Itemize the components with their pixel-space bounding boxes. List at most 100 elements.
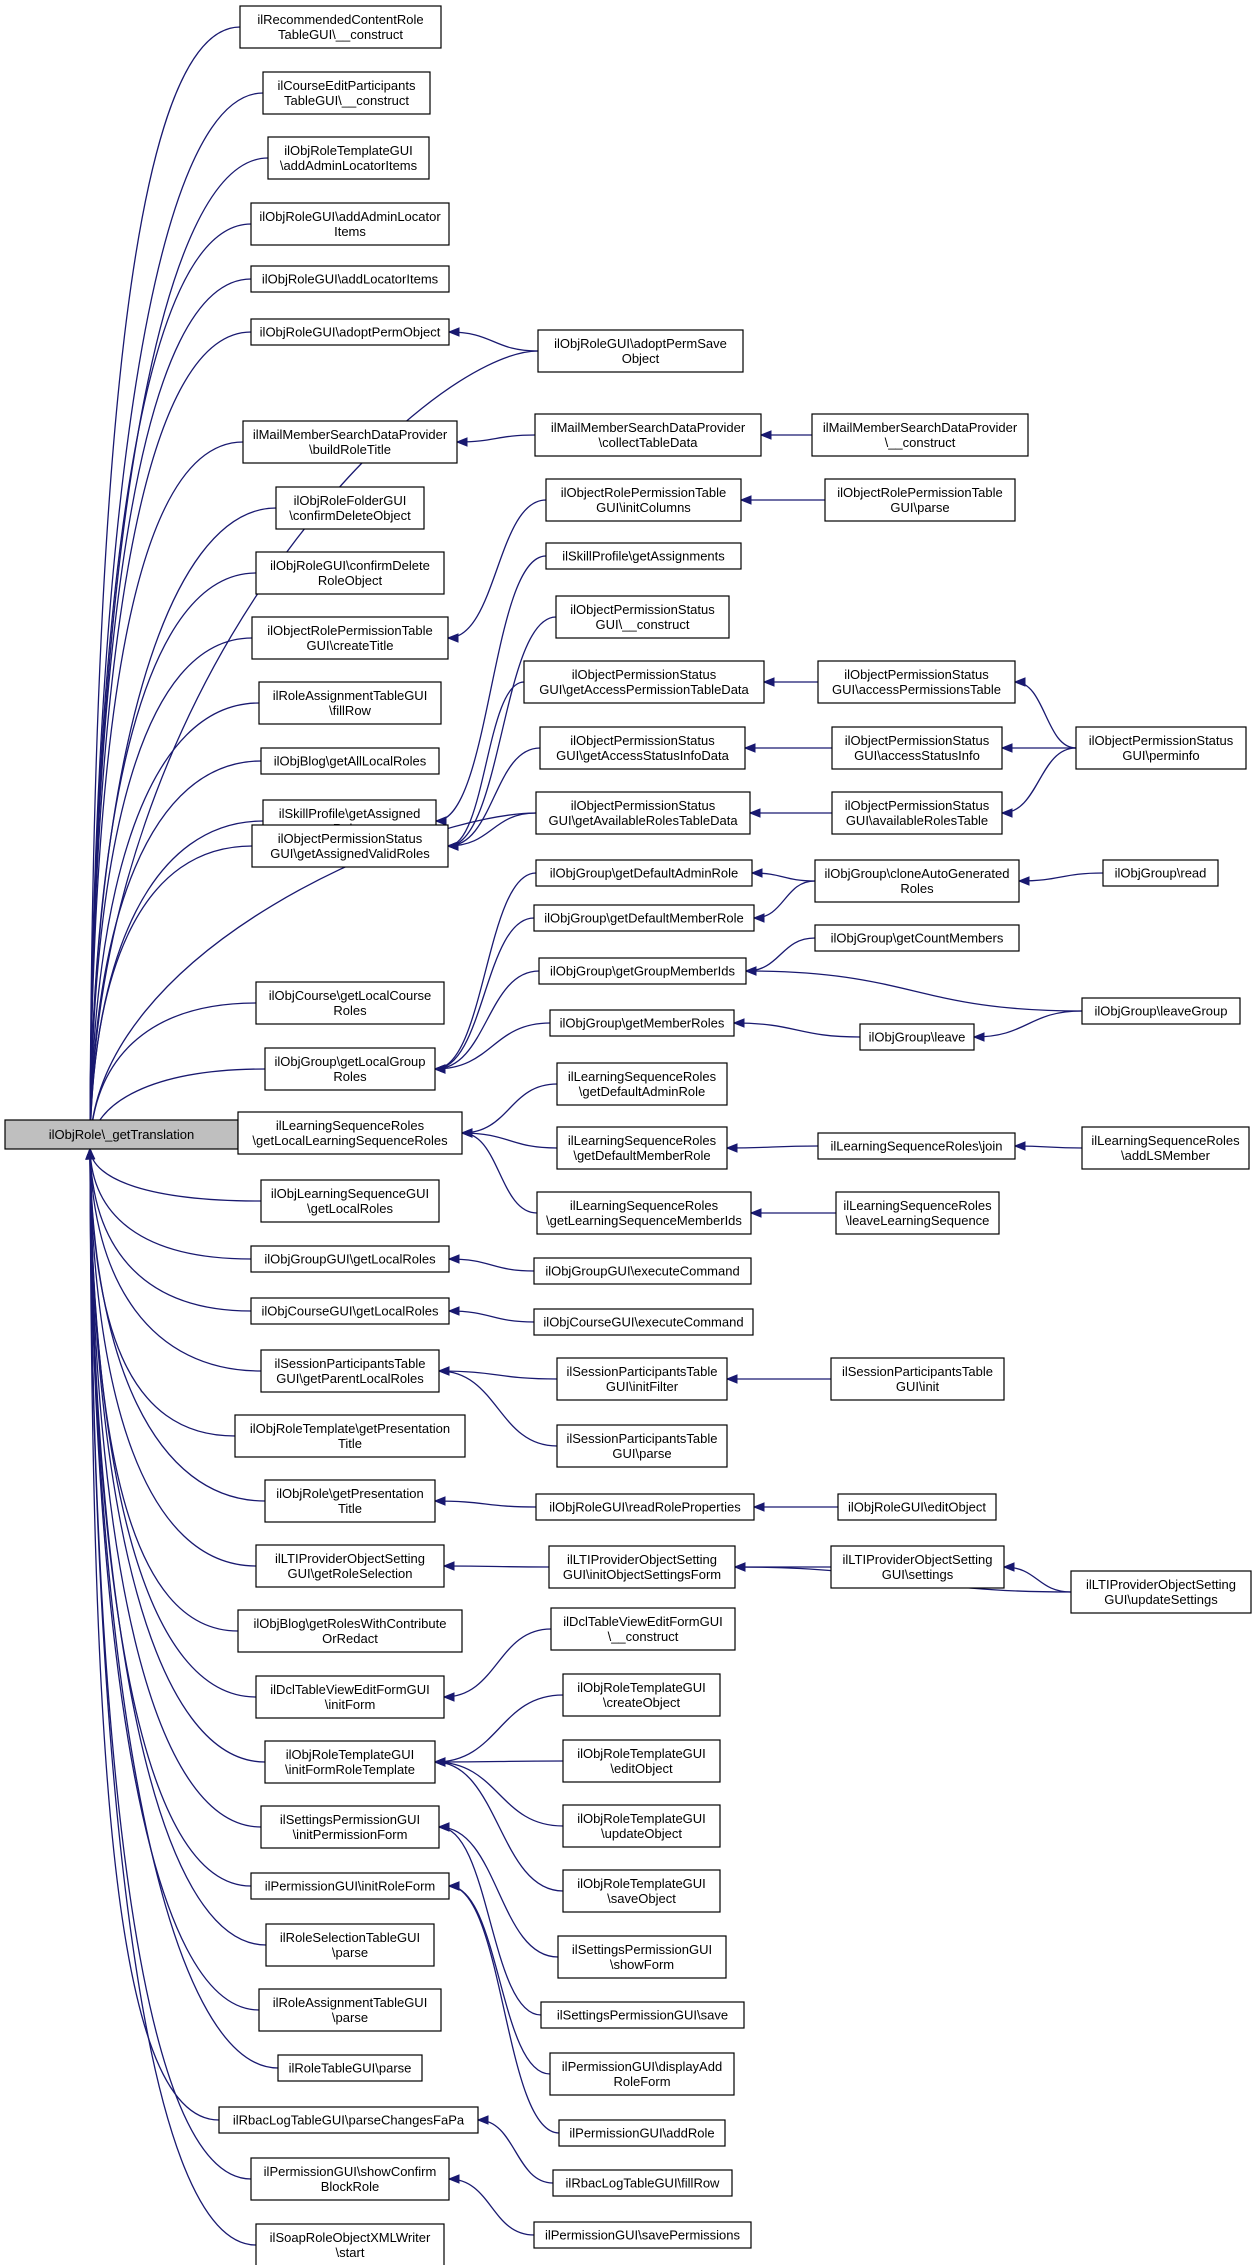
- function-node[interactable]: ilObjGroup\getCountMembers: [814, 924, 1020, 952]
- function-node[interactable]: ilLTIProviderObjectSettingGUI\initObject…: [548, 1545, 736, 1589]
- function-node[interactable]: ilSessionParticipantsTableGUI\getParentL…: [260, 1349, 440, 1393]
- function-node[interactable]: ilObjectPermissionStatusGUI\getAccessSta…: [539, 726, 746, 770]
- function-node[interactable]: ilSettingsPermissionGUI\initPermissionFo…: [260, 1805, 440, 1849]
- function-node[interactable]: ilLTIProviderObjectSettingGUI\getRoleSel…: [255, 1544, 445, 1588]
- function-node[interactable]: ilObjGroup\getGroupMemberIds: [538, 957, 747, 985]
- function-node[interactable]: ilSoapRoleObjectXMLWriter\start: [255, 2223, 445, 2265]
- function-node[interactable]: ilMailMemberSearchDataProvider\buildRole…: [242, 420, 458, 464]
- call-edge: [434, 872, 537, 1070]
- function-node[interactable]: ilObjRoleTemplateGUI\saveObject: [562, 1869, 721, 1913]
- node-label: ilRoleAssignmentTableGUI: [273, 1995, 428, 2010]
- function-node[interactable]: ilObjGroup\getDefaultAdminRole: [535, 859, 753, 887]
- function-node[interactable]: ilMailMemberSearchDataProvider\collectTa…: [534, 413, 762, 457]
- function-node[interactable]: ilLTIProviderObjectSettingGUI\updateSett…: [1070, 1570, 1252, 1614]
- function-node[interactable]: ilObjRoleGUI\addAdminLocatorItems: [250, 202, 450, 246]
- function-node[interactable]: ilCourseEditParticipantsTableGUI\__const…: [262, 71, 431, 115]
- function-node[interactable]: ilObjBlog\getAllLocalRoles: [260, 747, 440, 775]
- function-node[interactable]: ilObjRoleGUI\editObject: [837, 1493, 997, 1521]
- function-node[interactable]: ilObjCourseGUI\getLocalRoles: [250, 1297, 450, 1325]
- call-edge: [89, 441, 244, 1150]
- function-node[interactable]: ilObjGroupGUI\executeCommand: [533, 1257, 752, 1285]
- function-node[interactable]: ilLearningSequenceRoles\getDefaultAdminR…: [556, 1062, 728, 1106]
- function-node[interactable]: ilRbacLogTableGUI\parseChangesFaPa: [218, 2106, 479, 2134]
- function-node[interactable]: ilRbacLogTableGUI\fillRow: [552, 2169, 733, 2197]
- node-box: [558, 2119, 726, 2147]
- node-label: BlockRole: [321, 2179, 380, 2194]
- function-node[interactable]: ilObjRoleTemplateGUI\updateObject: [562, 1804, 721, 1848]
- function-node[interactable]: ilDclTableViewEditFormGUI\__construct: [550, 1607, 736, 1651]
- function-node[interactable]: ilObjGroup\getDefaultMemberRole: [533, 904, 755, 932]
- function-node[interactable]: ilObjRoleTemplateGUI\editObject: [562, 1739, 721, 1783]
- function-node[interactable]: ilSettingsPermissionGUI\save: [540, 2001, 745, 2029]
- function-node[interactable]: ilLearningSequenceRoles\getDefaultMember…: [556, 1126, 728, 1170]
- function-node[interactable]: ilSettingsPermissionGUI\showForm: [557, 1935, 727, 1979]
- arrowhead: [447, 1881, 460, 1891]
- function-node[interactable]: ilSkillProfile\getAssignments: [545, 542, 742, 570]
- function-node[interactable]: ilObjRoleTemplateGUI\initFormRoleTemplat…: [264, 1740, 436, 1784]
- function-node[interactable]: ilObjRole\_getTranslation: [4, 1119, 239, 1150]
- function-node[interactable]: ilObjRoleGUI\readRoleProperties: [535, 1493, 755, 1521]
- function-node[interactable]: ilObjRoleTemplateGUI\createObject: [562, 1673, 721, 1717]
- function-node[interactable]: ilObjectPermissionStatusGUI\getAssignedV…: [251, 824, 449, 868]
- function-node[interactable]: ilRoleAssignmentTableGUI\parse: [258, 1988, 442, 2032]
- function-node[interactable]: ilLearningSequenceRoles\getLearningSeque…: [536, 1191, 752, 1235]
- node-box: [267, 136, 430, 180]
- function-node[interactable]: ilRecommendedContentRoleTableGUI\__const…: [239, 5, 442, 49]
- function-node[interactable]: ilPermissionGUI\savePermissions: [533, 2221, 752, 2249]
- node-box: [539, 726, 746, 770]
- function-node[interactable]: ilObjGroupGUI\getLocalRoles: [250, 1245, 450, 1273]
- node-label: ilObjRoleTemplateGUI: [577, 1811, 706, 1826]
- call-edge: [447, 616, 557, 847]
- function-node[interactable]: ilObjGroup\getMemberRoles: [549, 1009, 735, 1037]
- function-node[interactable]: ilLearningSequenceRoles\addLSMember: [1081, 1126, 1250, 1170]
- node-label: \getDefaultMemberRole: [573, 1148, 710, 1163]
- function-node[interactable]: ilMailMemberSearchDataProvider\__constru…: [811, 413, 1029, 457]
- function-node[interactable]: ilObjCourseGUI\executeCommand: [533, 1308, 754, 1336]
- function-node[interactable]: ilRoleSelectionTableGUI\parse: [265, 1923, 435, 1967]
- function-node[interactable]: ilPermissionGUI\addRole: [558, 2119, 726, 2147]
- function-node[interactable]: ilObjectPermissionStatusGUI\getAccessPer…: [523, 660, 765, 704]
- function-node[interactable]: ilObjectPermissionStatusGUI\availableRol…: [831, 791, 1003, 835]
- function-node[interactable]: ilPermissionGUI\initRoleForm: [250, 1872, 450, 1900]
- function-node[interactable]: ilObjectPermissionStatusGUI\accessStatus…: [831, 726, 1003, 770]
- function-node[interactable]: ilObjGroup\leaveGroup: [1081, 997, 1241, 1025]
- node-label: ilObjRoleGUI\addAdminLocator: [259, 209, 441, 224]
- call-edge: [89, 331, 252, 1150]
- function-node[interactable]: ilRoleTableGUI\parse: [277, 2054, 423, 2082]
- function-node[interactable]: ilObjRoleTemplateGUI\addAdminLocatorItem…: [267, 136, 430, 180]
- function-node[interactable]: ilObjectRolePermissionTableGUI\initColum…: [545, 478, 742, 522]
- node-label: ilPermissionGUI\savePermissions: [545, 2228, 741, 2243]
- function-node[interactable]: ilLearningSequenceRoles\join: [817, 1132, 1016, 1160]
- function-node[interactable]: ilObjectPermissionStatusGUI\getAvailable…: [535, 791, 751, 835]
- function-node[interactable]: ilObjGroup\read: [1102, 859, 1219, 887]
- node-box: [260, 1349, 440, 1393]
- function-node[interactable]: ilLearningSequenceRoles\getLocalLearning…: [237, 1111, 463, 1155]
- function-node[interactable]: ilRoleAssignmentTableGUI\fillRow: [258, 681, 442, 725]
- function-node[interactable]: ilObjRoleGUI\addLocatorItems: [250, 265, 450, 293]
- function-node[interactable]: ilDclTableViewEditFormGUI\initForm: [255, 1675, 445, 1719]
- function-node[interactable]: ilObjGroup\leave: [859, 1023, 975, 1051]
- function-node[interactable]: ilObjectPermissionStatusGUI\accessPermis…: [817, 660, 1016, 704]
- function-node[interactable]: ilObjectRolePermissionTableGUI\createTit…: [251, 616, 449, 660]
- function-node[interactable]: ilObjRoleGUI\adoptPermObject: [250, 318, 450, 346]
- function-node[interactable]: ilObjRoleFolderGUI\confirmDeleteObject: [275, 486, 425, 530]
- function-node[interactable]: ilObjLearningSequenceGUI\getLocalRoles: [260, 1179, 440, 1223]
- function-node[interactable]: ilLearningSequenceRoles\leaveLearningSeq…: [835, 1191, 1000, 1235]
